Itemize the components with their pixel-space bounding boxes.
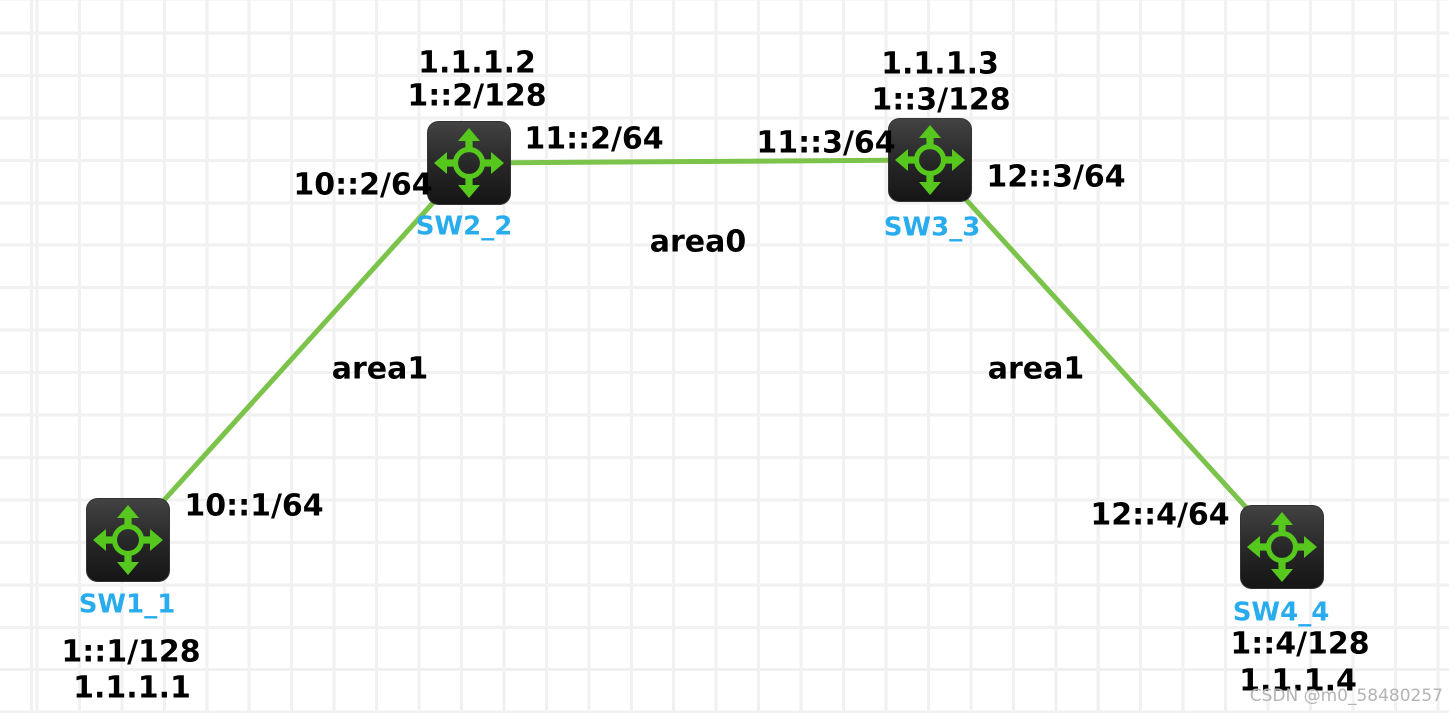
sw1-interface-label: 10::1/64 [184,488,324,524]
device-sw2-2[interactable] [427,121,511,205]
sw1-loopback-ipv6-label: 1::1/128 [61,634,201,670]
sw1-loopback-ipv4-label: 1.1.1.1 [73,670,191,706]
sw4-interface-label: 12::4/64 [1090,497,1230,533]
sw3-loopback-ipv6-label: 1::3/128 [871,82,1011,118]
sw2-loopback-ipv6-label: 1::2/128 [407,78,547,114]
sw3-interface-left-label: 11::3/64 [756,125,896,161]
multilayer-switch-icon [427,121,511,205]
node-name-sw2-2: SW2_2 [415,211,513,242]
multilayer-switch-icon [86,498,170,582]
device-sw1-1[interactable] [86,498,170,582]
node-name-sw1-1: SW1_1 [78,589,176,620]
sw2-interface-right-label: 11::2/64 [524,121,664,157]
sw4-loopback-ipv6-label: 1::4/128 [1230,626,1370,662]
node-name-sw3-3: SW3_3 [883,212,981,243]
device-sw3-3[interactable] [888,118,972,202]
multilayer-switch-icon [888,118,972,202]
device-sw4-4[interactable] [1240,505,1324,589]
sw3-interface-right-label: 12::3/64 [986,159,1126,195]
multilayer-switch-icon [1240,505,1324,589]
area0-label: area0 [649,224,747,260]
node-name-sw4-4: SW4_4 [1232,597,1330,628]
sw2-interface-left-label: 10::2/64 [293,167,433,203]
link-sw3-sw4[interactable] [928,158,1284,549]
sw4-loopback-ipv4-label: 1.1.1.4 [1239,663,1357,699]
link-sw1-sw2[interactable] [126,161,471,542]
sw3-loopback-ipv4-label: 1.1.1.3 [881,46,999,82]
sw2-loopback-ipv4-label: 1.1.1.2 [418,45,536,81]
link-sw2-sw3[interactable] [468,157,931,166]
csdn-watermark: CSDN @m0_58480257 [1249,686,1443,706]
area1-left-label: area1 [331,351,429,387]
area1-right-label: area1 [987,351,1085,387]
